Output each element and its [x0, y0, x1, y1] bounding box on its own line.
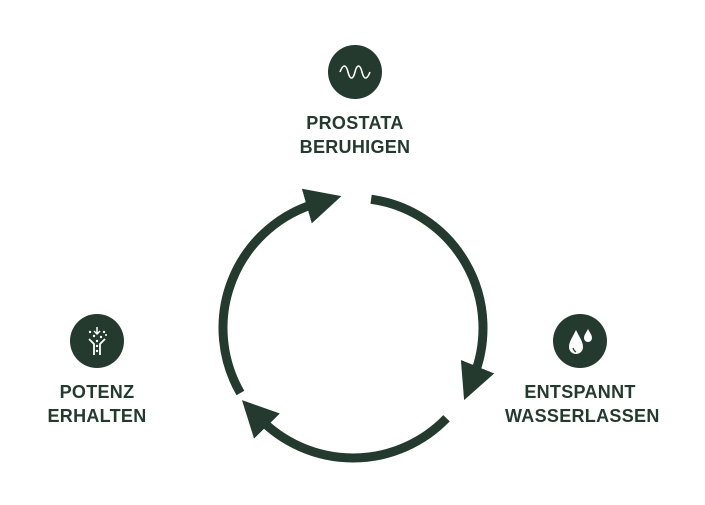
- arc-to-prostata: [218, 188, 342, 396]
- tree-sparkle-icon: [70, 314, 124, 368]
- node-label-line2: ERHALTEN: [47, 406, 147, 426]
- node-wasserlassen: ENTSPANNT WASSERLASSEN: [505, 314, 660, 428]
- water-drops-icon: [553, 314, 607, 368]
- node-label-line2: WASSERLASSEN: [505, 406, 660, 426]
- node-prostata: PROSTATA BERUHIGEN: [280, 45, 430, 159]
- arc-to-potenz: [241, 400, 450, 463]
- wave-icon: [328, 45, 382, 99]
- node-label-line1: ENTSPANNT: [524, 382, 636, 402]
- node-label-line2: BERUHIGEN: [299, 137, 411, 157]
- node-label-line1: PROSTATA: [306, 113, 404, 133]
- node-label-line1: POTENZ: [59, 382, 135, 402]
- arc-to-wasserlassen: [370, 194, 495, 401]
- node-potenz: POTENZ ERHALTEN: [22, 314, 172, 428]
